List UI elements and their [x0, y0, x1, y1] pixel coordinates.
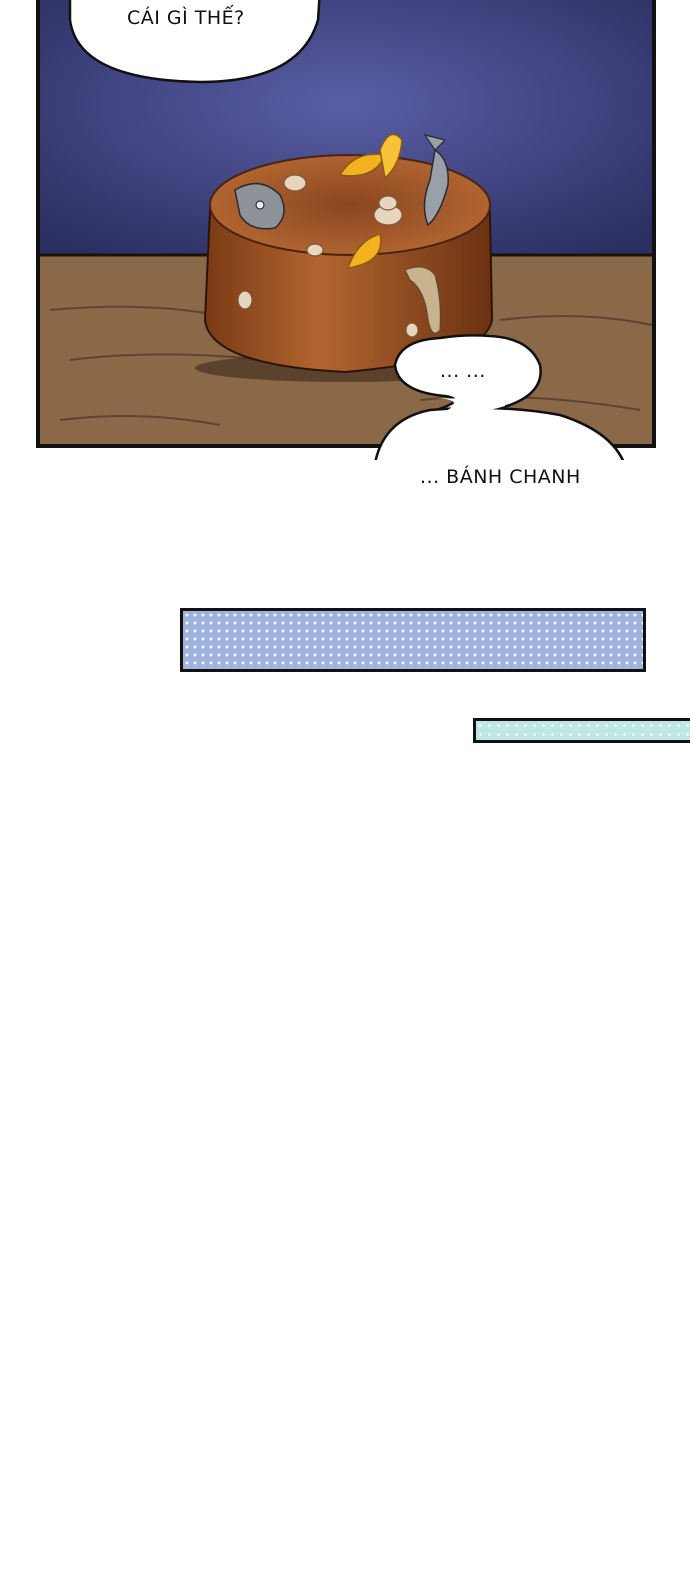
fish-heads — [234, 134, 449, 230]
teal-dotted-strip — [473, 718, 690, 743]
bubble-top-text: CÁI GÌ THẾ? — [127, 7, 245, 29]
bubble-dots-text: ... ... — [440, 360, 486, 382]
cream-blobs — [237, 174, 419, 338]
speech-bubble-cake — [374, 406, 624, 460]
bubble-cake-text: ... BÁNH CHANH — [420, 466, 581, 488]
blue-dotted-strip — [180, 608, 646, 672]
lemon-slices — [338, 133, 403, 269]
speech-bubble-top — [68, 0, 321, 84]
speech-bubbles — [68, 0, 624, 460]
cake-top — [209, 154, 491, 256]
